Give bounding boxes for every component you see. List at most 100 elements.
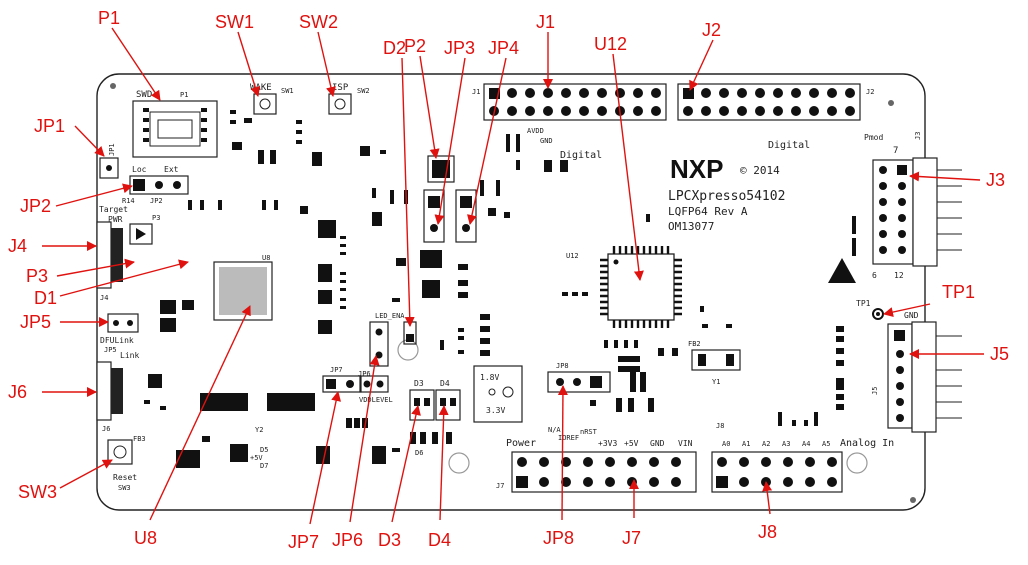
d6-silk: D6 xyxy=(415,449,423,457)
callout-arrow-jp3 xyxy=(434,57,466,225)
sw3-silk: SW3 xyxy=(118,484,131,492)
callout-arrow-p2 xyxy=(419,55,440,159)
d4-silk: D4 xyxy=(440,379,450,388)
board-name: LPCXpresso54102 xyxy=(668,189,785,204)
callout-label-jp7: JP7 xyxy=(288,532,319,552)
digital-label-1: Digital xyxy=(560,150,602,161)
j7-power-header: Power N/A IOREF nRST +3V3 +5V GND VIN J7 xyxy=(496,426,697,493)
vin-pin-label: VIN xyxy=(678,439,693,448)
callout-label-tp1: TP1 xyxy=(942,282,975,302)
y2-silk: Y2 xyxy=(255,426,263,434)
gnd-pin-label: GND xyxy=(650,439,665,448)
callout-label-j5: J5 xyxy=(990,344,1009,364)
sw3-reset-button: Reset SW3 xyxy=(107,439,137,492)
callout-arrow-u8 xyxy=(149,305,251,521)
callout-arrow-p3 xyxy=(56,258,135,277)
analog-in-label: Analog In xyxy=(840,438,894,449)
mounting-hole xyxy=(910,497,916,503)
callout-label-sw3: SW3 xyxy=(18,482,57,502)
nrst-label: nRST xyxy=(580,428,598,436)
callout-arrow-p1 xyxy=(111,27,161,101)
year-label: © 2014 xyxy=(740,164,780,177)
j1-silk: J1 xyxy=(472,88,480,96)
jp4-header xyxy=(455,189,477,243)
callout-arrow-sw2 xyxy=(317,31,336,97)
jp1-header: JP1 xyxy=(99,143,119,179)
a0-label: A0 xyxy=(722,440,730,448)
nxp-logo: NXP xyxy=(670,154,723,184)
callout-arrow-jp6 xyxy=(349,355,380,523)
j6-connector: J6 xyxy=(96,361,123,433)
na-label: N/A xyxy=(548,426,561,434)
package-rev: LQFP64 Rev A xyxy=(668,205,748,218)
callout-label-j8: J8 xyxy=(758,522,777,542)
tp-gnd-label: GND xyxy=(904,311,919,320)
dfulink-label: DFULink xyxy=(100,336,134,345)
v33-label: 3.3V xyxy=(486,406,505,415)
nxp-logo-text: NXP xyxy=(670,154,723,184)
p3-led: P3 xyxy=(129,214,160,245)
sw2-isp-button: ISP SW2 xyxy=(328,83,370,115)
callout-label-p2: P2 xyxy=(404,36,426,56)
jp7-header: JP7 xyxy=(322,366,362,393)
avdd-label: AVDD xyxy=(527,127,544,135)
callout-arrow-jp7 xyxy=(309,391,342,525)
callout-arrow-j3 xyxy=(909,171,981,182)
callout-arrow-d4 xyxy=(438,405,449,521)
callout-label-u12: U12 xyxy=(594,34,627,54)
smd-components xyxy=(144,110,856,468)
y1-crystal: Y1 xyxy=(691,349,741,386)
jp5-silk: JP5 xyxy=(104,346,117,354)
callout-label-j2: J2 xyxy=(702,20,721,40)
ioref-label: IOREF xyxy=(558,434,579,442)
esd-warning-icon xyxy=(828,258,856,283)
jp6-header: VDDLEVEL JP6 xyxy=(358,370,393,404)
pmod-pin7: 7 xyxy=(893,146,898,156)
j3-silk: J3 xyxy=(914,132,922,140)
sw1-wake-button: WAKE SW1 xyxy=(250,83,294,115)
callout-label-sw2: SW2 xyxy=(299,12,338,32)
u12-silk: U12 xyxy=(566,252,579,260)
j2-silk: J2 xyxy=(866,88,874,96)
v5-pin-label: +5V xyxy=(624,439,639,448)
jp8-header: JP8 xyxy=(547,362,611,393)
target-label: Target xyxy=(99,205,128,214)
callout-label-p1: P1 xyxy=(98,8,120,28)
jp1-silk: JP1 xyxy=(108,143,116,156)
j8-silk: J8 xyxy=(716,422,724,430)
callout-arrow-j2 xyxy=(689,39,714,91)
led-ena-silk: LED_ENA xyxy=(375,312,405,320)
loc-label: Loc xyxy=(132,165,147,174)
sw2-silk: SW2 xyxy=(357,87,370,95)
callout-label-d2: D2 xyxy=(383,38,406,58)
p2-header xyxy=(427,155,455,183)
callout-label-jp6: JP6 xyxy=(332,530,363,550)
jp7-silk: JP7 xyxy=(330,366,343,374)
callout-label-jp3: JP3 xyxy=(444,38,475,58)
jp2-silk: JP2 xyxy=(150,197,163,205)
j1-header: J1 Digital AVDD GND xyxy=(472,83,667,161)
callout-label-jp1: JP1 xyxy=(34,116,65,136)
callout-arrow-u12 xyxy=(612,53,644,281)
j2-header: J2 Digital xyxy=(677,83,874,151)
reset-label: Reset xyxy=(113,473,137,482)
d3-led: D3 xyxy=(409,379,435,421)
v33-pin-label: +3V3 xyxy=(598,439,617,448)
callout-arrow-jp1 xyxy=(74,125,105,157)
tp1-testpoint: TP1 GND xyxy=(856,299,919,320)
part-number: OM13077 xyxy=(668,220,714,233)
r14-silk: R14 xyxy=(122,197,135,205)
y2-block xyxy=(200,393,248,411)
callout-label-j1: J1 xyxy=(536,12,555,32)
j5-connector: J5 xyxy=(871,321,962,433)
callout-label-sw1: SW1 xyxy=(215,12,254,32)
a3-label: A3 xyxy=(782,440,790,448)
jp6-silk: JP6 xyxy=(358,370,371,378)
callout-arrow-jp2 xyxy=(55,183,133,207)
pwr-label: PWR xyxy=(108,215,123,224)
sw1-silk: SW1 xyxy=(281,87,294,95)
j4-connector: J4 xyxy=(96,221,123,302)
callout-label-jp8: JP8 xyxy=(543,528,574,548)
